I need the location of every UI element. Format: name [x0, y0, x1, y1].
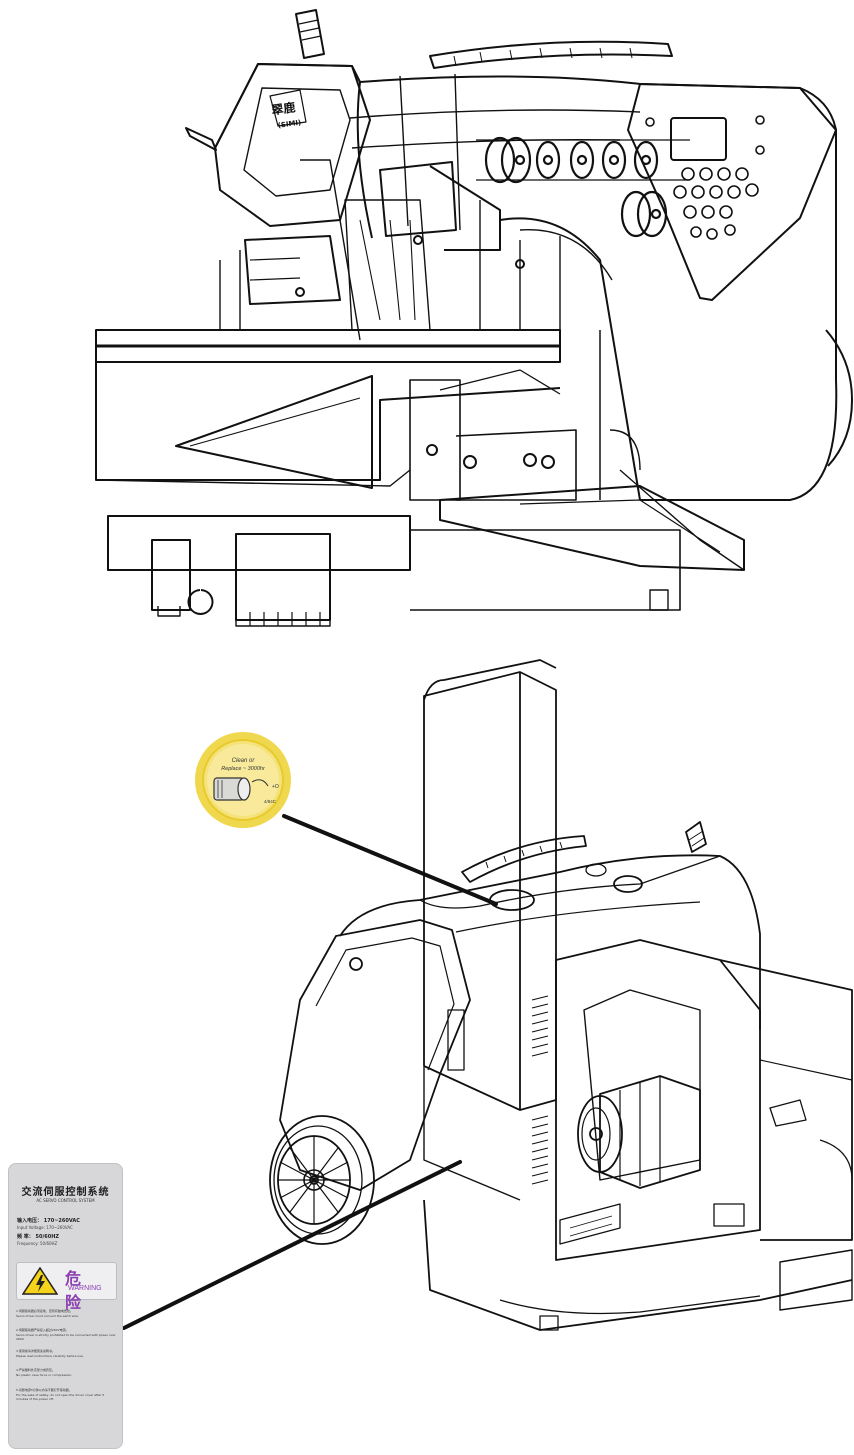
emblem-line2: (SIMI): [277, 119, 302, 130]
badge-mark2: 4/84C: [264, 799, 277, 804]
badge-line2: Replace ~ 3000hr: [221, 766, 266, 772]
servo-label-panel: 交流伺服控制系统 AC SERVO CONTROL SYSTEM 输入电压： 1…: [8, 1163, 123, 1449]
spec-key-3: Frequency: 50/60HZ: [17, 1241, 58, 1246]
note-2: 2.伺服驱动器严禁接入超过260V电源。: [16, 1328, 69, 1332]
emblem-line1: 翠鹿: [271, 99, 297, 117]
spec-key-2: 频 率： 50/60HZ: [17, 1234, 60, 1240]
badge-line1: Clean or: [232, 758, 256, 764]
warning-en: WARNING: [68, 1285, 102, 1292]
note-5: Please read instructions carefully befor…: [16, 1354, 84, 1358]
note-6: 4.严禁塑料外壳受力或挤压。: [16, 1368, 55, 1372]
brand-emblem: 翠鹿 (SIMI): [271, 99, 302, 130]
note-3: Servo driver is strictly prohibited to b…: [16, 1333, 116, 1341]
callout-line-badge: [282, 814, 498, 906]
note-0: 1.伺服驱动器必须接地，否则有触电危险。: [16, 1309, 73, 1313]
badge-mark1: +O: [272, 784, 279, 790]
note-1: Servo driver must connect the earth wire…: [16, 1314, 79, 1318]
note-7: No plastic case force or compression.: [16, 1373, 73, 1377]
warning-triangle-icon: [22, 1267, 58, 1295]
spec-key-1: Input Voltage: 170~260VAC: [17, 1225, 73, 1230]
label-title: 交流伺服控制系统: [21, 1187, 110, 1198]
spec-key-0: 输入电压： 170~260VAC: [17, 1218, 80, 1224]
note-8: 5.切断电源5分钟以内请不要打开驱动器。: [16, 1388, 72, 1392]
note-9: For the sake of safety, do not open the …: [16, 1393, 105, 1401]
maintenance-badge: Clean or Replace ~ 3000hr +O 4/84C: [195, 732, 291, 828]
callout-line-label: [122, 1160, 462, 1330]
filter-icon: [213, 777, 269, 801]
front-view-drawing: [95, 9, 853, 627]
warning-box: 危 险 WARNING: [16, 1262, 117, 1312]
callout-lines: [122, 814, 498, 1330]
label-subtitle: AC SERVO CONTROL SYSTEM: [36, 1198, 95, 1203]
rear-view-drawing: [269, 659, 853, 1331]
warning-cn: 危 险: [65, 1269, 88, 1312]
note-4: 3.使用前请详细阅读说明书。: [16, 1349, 55, 1353]
